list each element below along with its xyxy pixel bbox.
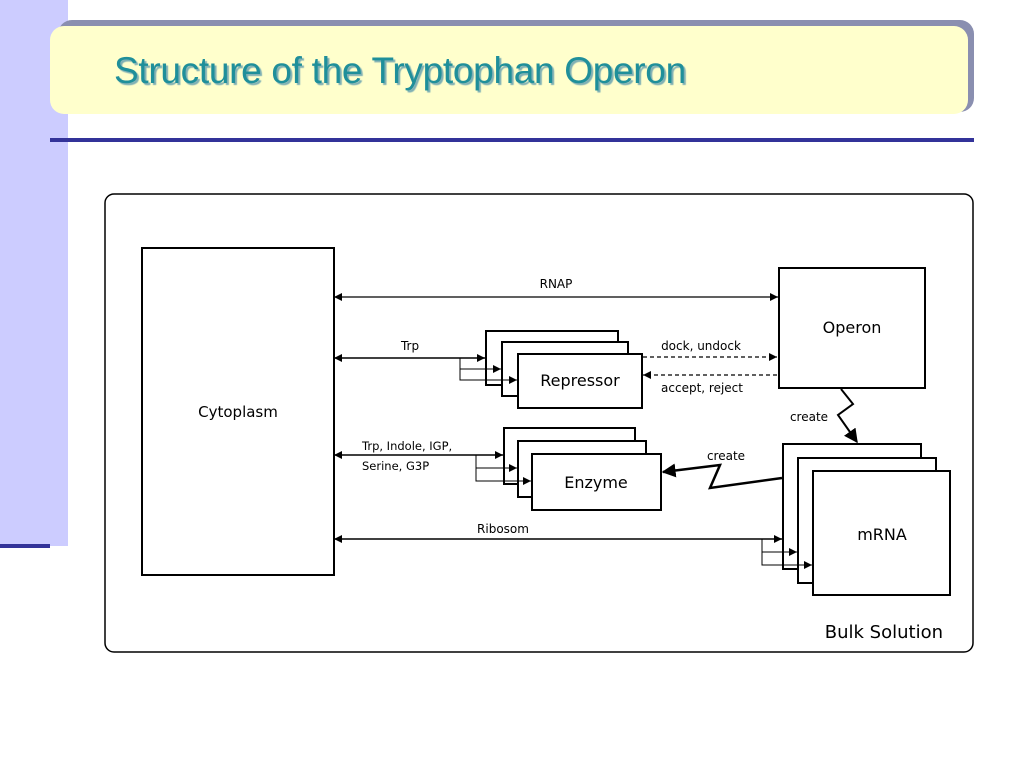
trp-connector: [334, 354, 517, 384]
repressor-stack: Repressor: [485, 330, 643, 409]
bulk-solution-label: Bulk Solution: [825, 622, 943, 643]
create-mrna-arrow: [836, 388, 858, 444]
accept-reject-label: accept, reject: [661, 381, 743, 395]
cytoplasm-box: [141, 247, 335, 576]
repressor-label: Repressor: [540, 371, 620, 390]
ribosom-label: Ribosom: [477, 522, 529, 536]
enzyme-inputs-label-line2: Serine, G3P: [362, 459, 429, 473]
enzyme-input-connector: [334, 451, 531, 485]
rnap-label: RNAP: [540, 277, 573, 291]
side-accent-tick: [0, 544, 50, 548]
operon-box: [778, 267, 926, 389]
create-mrna-label: create: [790, 410, 828, 424]
repressor-box-front: [517, 353, 643, 409]
operon-label: Operon: [823, 318, 882, 337]
mrna-stack: mRNA: [782, 443, 951, 596]
cytoplasm-label: Cytoplasm: [198, 403, 278, 421]
dock-undock-label: dock, undock: [661, 339, 741, 353]
create-enzyme-arrow: [661, 463, 783, 490]
mrna-label: mRNA: [857, 525, 907, 544]
enzyme-label: Enzyme: [564, 473, 628, 492]
slide-title: Structure of the Tryptophan Operon: [114, 50, 686, 91]
trp-label: Trp: [400, 339, 419, 353]
enzyme-box-front: [531, 453, 662, 511]
title-box: [50, 26, 968, 114]
ribosom-connector: [334, 535, 812, 569]
enzyme-inputs-label-line1: Trp, Indole, IGP,: [361, 439, 452, 453]
enzyme-stack: Enzyme: [503, 427, 662, 511]
create-enzyme-label: create: [707, 449, 745, 463]
mrna-box-front: [812, 470, 951, 596]
title-divider: [50, 138, 974, 142]
